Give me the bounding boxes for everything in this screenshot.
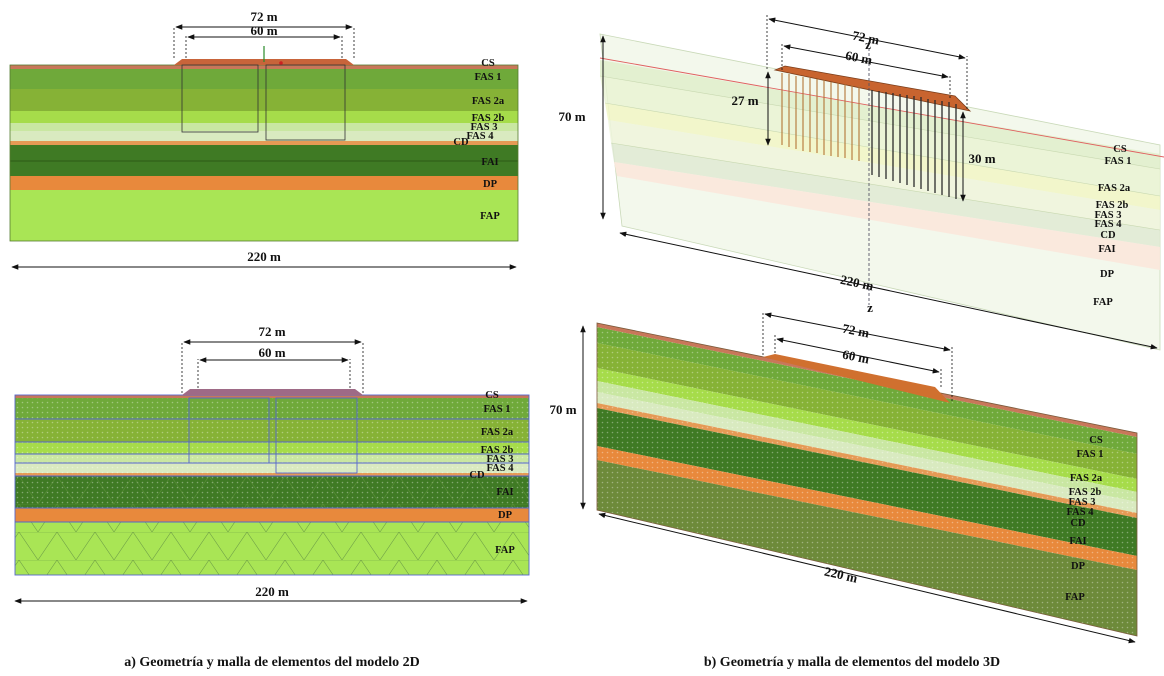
mesh-label-fas1: FAS 1 [484, 404, 511, 415]
dims-2d-bottom [14, 339, 528, 604]
mesh3d-label-fas2b: FAS 2b [1069, 487, 1102, 498]
dim-crest-width: 72 m [250, 9, 277, 24]
caption-2d: a) Geometría y malla de elementos del mo… [124, 655, 420, 670]
label-cs: CS [481, 58, 495, 69]
mesh3d-label-fai: FAI [1069, 536, 1086, 547]
mesh-label-fai: FAI [496, 487, 513, 498]
mesh3d-label-fas3: FAS 3 [1069, 497, 1096, 508]
label-fas1: FAS 1 [475, 72, 502, 83]
model-3d-mesh [596, 322, 1138, 637]
geo3d-label-cd: CD [1100, 230, 1116, 241]
mesh-label-fas4: FAS 4 [487, 463, 515, 474]
geo3d-dim-model-width: 220 m [839, 272, 875, 294]
geo3d-dim-top-width: 60 m [844, 48, 874, 68]
dim-column-depth-right: 30 m [968, 151, 995, 166]
layer-cs [10, 65, 518, 69]
label-fas2b: FAS 2b [472, 113, 505, 124]
layer-fas1 [10, 69, 518, 89]
dims-3d-bottom [580, 311, 1136, 644]
label-fap: FAP [480, 211, 500, 222]
mesh-label-fas2a: FAS 2a [481, 427, 514, 438]
geo3d-label-cs: CS [1113, 144, 1127, 155]
mesh-layer-cs [15, 395, 529, 398]
mesh-dim-model-width: 220 m [255, 584, 289, 599]
geo3d-label-fai: FAI [1098, 244, 1115, 255]
label-fas3: FAS 3 [471, 122, 498, 133]
geo3d-columns-left [781, 73, 860, 161]
mesh3d-label-fap: FAP [1065, 592, 1085, 603]
mesh3d-label-cd: CD [1070, 518, 1086, 529]
geo3d-layer-fas4 [608, 120, 1160, 230]
mesh-label-cd: CD [469, 470, 485, 481]
label-fas4: FAS 4 [467, 131, 495, 142]
model-2d-geometry [9, 46, 519, 242]
mesh3d-dim-model-width: 220 m [823, 564, 859, 586]
dim-top-width: 60 m [250, 23, 277, 38]
geo3d-label-fas1: FAS 1 [1105, 156, 1132, 167]
geo3d-label-fas2a: FAS 2a [1098, 183, 1131, 194]
dim-column-depth-left: 27 m [731, 93, 758, 108]
geo3d-cs-line [599, 57, 1164, 158]
mesh-label-dp: DP [498, 510, 513, 521]
layer-dp [10, 176, 518, 190]
geo3d-layer-fas2b [605, 103, 1160, 210]
z-axis-label-bottom: z [867, 300, 873, 315]
layer-fas2b [10, 111, 518, 123]
geo3d-layer-fas1 [600, 60, 1160, 169]
mesh-layer-dp [15, 508, 529, 522]
column-zone-right [265, 64, 346, 141]
geo3d-columns-right [871, 90, 957, 199]
geo3d-label-fas3: FAS 3 [1095, 210, 1122, 221]
mesh3d-label-cs: CS [1089, 435, 1103, 446]
geo3d-layer-fai [611, 143, 1160, 247]
mesh-dim-crest-width: 72 m [258, 324, 285, 339]
layer-fas4 [10, 131, 518, 141]
model-2d-mesh [14, 389, 530, 576]
geo3d-label-dp: DP [1100, 269, 1115, 280]
mesh3d-dim-crest-width: 72 m [841, 321, 871, 341]
geo3d-layer-fas2a [600, 76, 1160, 196]
mesh-label-cs: CS [485, 390, 499, 401]
mesh3d-label-fas1: FAS 1 [1077, 449, 1104, 460]
mesh-label-fap: FAP [495, 545, 515, 556]
mesh3d-label-dp: DP [1071, 561, 1086, 572]
model-3d-geometry [599, 33, 1164, 351]
geo3d-dim-crest-width: 72 m [851, 28, 881, 48]
mesh3d-label-fas4: FAS 4 [1067, 507, 1095, 518]
mesh3d-label-fas2a: FAS 2a [1070, 473, 1103, 484]
mesh3d-dim-model-height: 70 m [549, 402, 576, 417]
mesh3d-dim-top-width: 60 m [841, 347, 871, 367]
geo3d-dim-model-height: 70 m [558, 109, 585, 124]
layer-fas3 [10, 123, 518, 131]
label-cd: CD [453, 137, 469, 148]
layer-fap [10, 190, 518, 241]
mesh-dim-top-width: 60 m [258, 345, 285, 360]
label-fai: FAI [481, 157, 498, 168]
geo3d-label-fap: FAP [1093, 297, 1113, 308]
geo3d-label-fas4: FAS 4 [1095, 219, 1123, 230]
layer-cd [10, 141, 518, 145]
dim-model-width: 220 m [247, 249, 281, 264]
mesh-embankment [182, 389, 363, 395]
label-dp: DP [483, 179, 498, 190]
caption-3d: b) Geometría y malla de elementos del mo… [704, 655, 1000, 670]
column-zone-left [181, 64, 259, 133]
geo3d-label-fas2b: FAS 2b [1096, 200, 1129, 211]
mesh-label-fas2b: FAS 2b [481, 445, 514, 456]
layer-fas2a [10, 89, 518, 111]
mesh-label-fas3: FAS 3 [487, 454, 514, 465]
label-fas2a: FAS 2a [472, 96, 505, 107]
dims-3d-top [600, 14, 1158, 350]
dims-2d-top [11, 24, 517, 270]
